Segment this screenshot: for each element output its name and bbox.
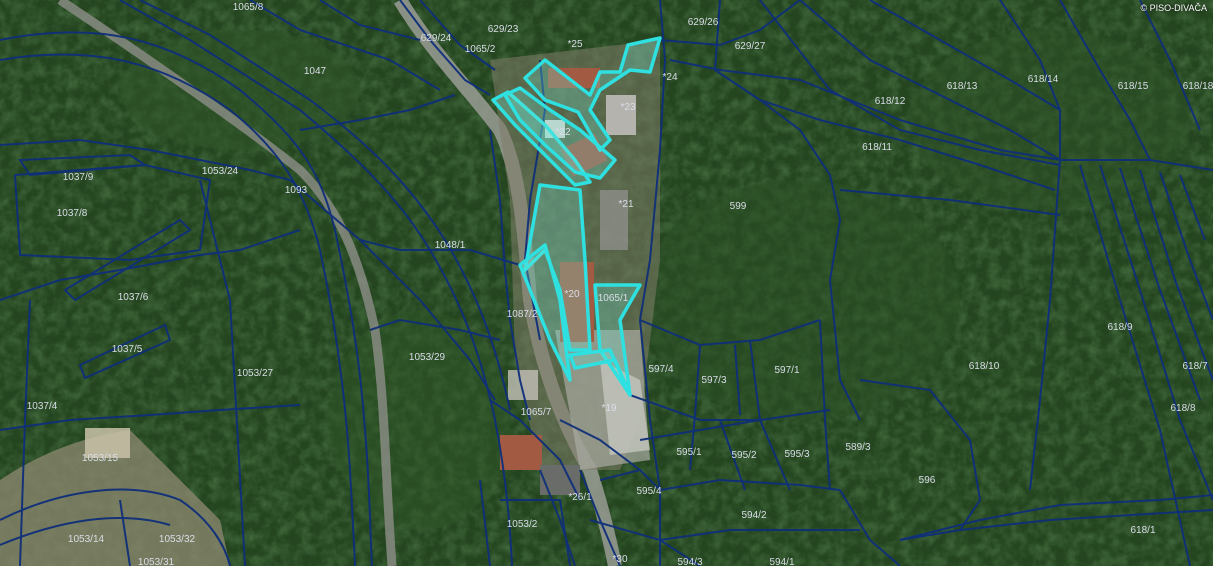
parcel-label[interactable]: 1053/29 — [409, 352, 446, 363]
parcel-label[interactable]: 1053/14 — [68, 534, 105, 545]
parcel-label[interactable]: 594/1 — [769, 557, 794, 566]
parcel-label[interactable]: 1037/9 — [63, 172, 94, 183]
parcel-label[interactable]: 1087/2 — [507, 309, 538, 320]
parcel-label[interactable]: 1053/2 — [507, 519, 538, 530]
parcel-label[interactable]: 1047 — [304, 66, 327, 77]
parcel-label[interactable]: 618/10 — [969, 361, 1000, 372]
parcel-label[interactable]: 618/9 — [1107, 322, 1132, 333]
parcel-label[interactable]: 629/27 — [735, 41, 766, 52]
parcel-label[interactable]: 589/3 — [845, 442, 870, 453]
parcel-label[interactable]: 1065/8 — [233, 2, 264, 13]
parcel-label[interactable]: 597/3 — [701, 375, 726, 386]
parcel-label[interactable]: 597/1 — [774, 365, 799, 376]
selected-parcel-21[interactable] — [523, 183, 592, 352]
selected-parcel-20[interactable] — [518, 243, 572, 382]
parcel-label[interactable]: 596 — [919, 475, 936, 486]
selected-parcel-19[interactable] — [568, 348, 632, 397]
parcel-label[interactable]: 1065/2 — [465, 44, 496, 55]
parcel-label[interactable]: 618/7 — [1182, 361, 1207, 372]
parcel-label[interactable]: 594/2 — [741, 510, 766, 521]
parcel-label[interactable]: 618/12 — [875, 96, 906, 107]
parcel-label[interactable]: 1037/5 — [112, 344, 143, 355]
parcel-label[interactable]: 594/3 — [677, 557, 702, 566]
selected-parcel-22b[interactable] — [503, 86, 617, 180]
parcel-label[interactable]: 599 — [730, 201, 747, 212]
parcel-label[interactable]: *24 — [662, 72, 677, 83]
parcel-label[interactable]: 1065/7 — [521, 407, 552, 418]
parcel-labels: 1065/8 629/24 629/23 1065/2 *25 629/26 6… — [27, 2, 1213, 566]
parcel-label[interactable]: 1065/1 — [598, 293, 629, 304]
parcel-label[interactable]: 1037/6 — [118, 292, 149, 303]
parcel-label[interactable]: *22 — [555, 127, 570, 138]
parcel-label[interactable]: 1048/1 — [435, 240, 466, 251]
selected-parcels[interactable] — [491, 36, 662, 397]
parcel-label[interactable]: 1053/31 — [138, 557, 175, 566]
parcel-label[interactable]: 595/2 — [731, 450, 756, 461]
parcel-label[interactable]: 618/15 — [1118, 81, 1149, 92]
parcel-label[interactable]: 629/26 — [688, 17, 719, 28]
selected-parcel-25[interactable] — [523, 36, 662, 152]
parcel-label[interactable]: 595/4 — [636, 486, 661, 497]
selected-parcel-1065-1[interactable] — [593, 283, 642, 397]
parcel-label[interactable]: 618/18 — [1183, 81, 1213, 92]
parcel-label[interactable]: 618/13 — [947, 81, 978, 92]
parcel-label[interactable]: 595/1 — [676, 447, 701, 458]
parcel-label[interactable]: 1093 — [285, 185, 308, 196]
parcel-label[interactable]: *19 — [601, 403, 616, 414]
parcel-label[interactable]: 1037/8 — [57, 208, 88, 219]
parcel-label[interactable]: 629/23 — [488, 24, 519, 35]
parcel-label[interactable]: 1053/27 — [237, 368, 274, 379]
parcel-label[interactable]: 618/11 — [862, 142, 892, 153]
map-attribution: © PISO-DIVAČA — [1140, 3, 1207, 13]
parcel-label[interactable]: 1037/4 — [27, 401, 58, 412]
parcel-label[interactable]: 618/8 — [1170, 403, 1195, 414]
parcel-label[interactable]: *21 — [618, 199, 633, 210]
parcel-label[interactable]: *30 — [612, 554, 627, 565]
parcel-label[interactable]: 1053/15 — [82, 453, 119, 464]
parcel-label[interactable]: 595/3 — [784, 449, 809, 460]
parcel-label[interactable]: *20 — [564, 289, 579, 300]
parcel-label[interactable]: *23 — [620, 102, 635, 113]
parcel-label[interactable]: 629/24 — [421, 33, 452, 44]
parcel-label[interactable]: 1053/32 — [159, 534, 196, 545]
parcel-label[interactable]: *26/1 — [568, 492, 592, 503]
parcel-label[interactable]: 1053/24 — [202, 166, 239, 177]
parcel-label[interactable]: 597/4 — [648, 364, 673, 375]
parcel-label[interactable]: 618/14 — [1028, 74, 1059, 85]
parcel-label[interactable]: *25 — [567, 39, 582, 50]
parcel-label[interactable]: 618/1 — [1130, 525, 1155, 536]
